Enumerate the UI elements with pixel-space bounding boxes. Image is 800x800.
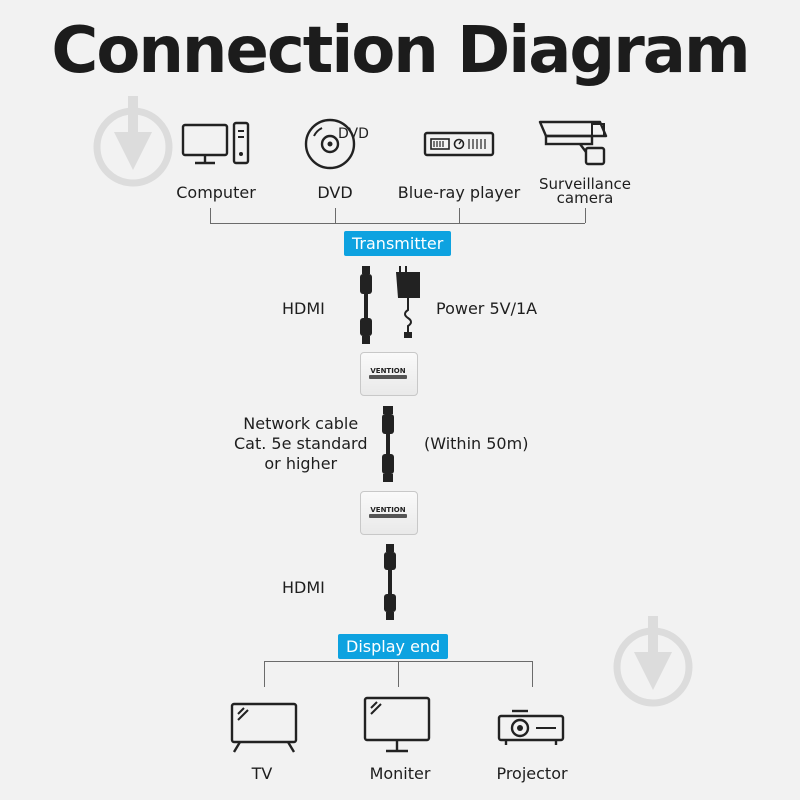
device-brand: VENTION xyxy=(370,506,406,514)
computer-icon xyxy=(181,121,250,165)
bracket-tick xyxy=(532,661,533,687)
bracket-tick xyxy=(398,661,399,687)
page-title: Connection Diagram xyxy=(51,14,750,88)
transmitter-badge: Transmitter xyxy=(344,231,452,256)
dvd-disc-icon: DVD xyxy=(304,118,369,170)
power-label: Power 5V/1A xyxy=(436,299,538,318)
display-label-monitor: Moniter xyxy=(369,764,431,783)
display-label-tv: TV xyxy=(251,764,273,783)
hdmi-cable-icon xyxy=(384,544,396,620)
projector-icon xyxy=(497,709,565,745)
receiver-device: VENTION xyxy=(360,491,418,535)
device-brand: VENTION xyxy=(370,367,406,375)
tv-icon xyxy=(230,702,298,753)
monitor-icon xyxy=(363,696,431,753)
source-label-computer: Computer xyxy=(176,183,256,202)
device-model-plate xyxy=(369,375,407,379)
device-model-plate xyxy=(369,514,407,518)
surveillance-camera-icon xyxy=(538,120,608,166)
bracket-tick xyxy=(264,661,265,687)
network-cable-label: Network cable Cat. 5e standard or higher xyxy=(234,414,368,473)
hdmi-in-label: HDMI xyxy=(282,299,325,318)
bracket-line xyxy=(210,223,585,224)
source-label-dvd: DVD xyxy=(317,183,353,202)
hdmi-cable-icon xyxy=(360,266,372,344)
display-end-badge: Display end xyxy=(338,634,449,659)
watermark-icon xyxy=(613,616,693,707)
bracket-tick xyxy=(459,208,460,223)
bracket-tick xyxy=(585,208,586,223)
display-label-projector: Projector xyxy=(496,764,568,783)
source-label-bluray: Blue-ray player xyxy=(397,183,521,202)
source-label-surveillance: Surveillance camera xyxy=(539,175,631,207)
bluray-player-icon xyxy=(423,131,495,157)
transmitter-device: VENTION xyxy=(360,352,418,396)
distance-label: (Within 50m) xyxy=(424,434,529,453)
hdmi-out-label: HDMI xyxy=(282,578,325,597)
dvd-icon-text: DVD xyxy=(338,126,369,142)
power-adapter-icon xyxy=(396,266,420,338)
watermark-icon xyxy=(93,96,173,187)
bracket-tick xyxy=(335,208,336,223)
network-cable-icon xyxy=(382,406,394,482)
bracket-tick xyxy=(210,208,211,223)
